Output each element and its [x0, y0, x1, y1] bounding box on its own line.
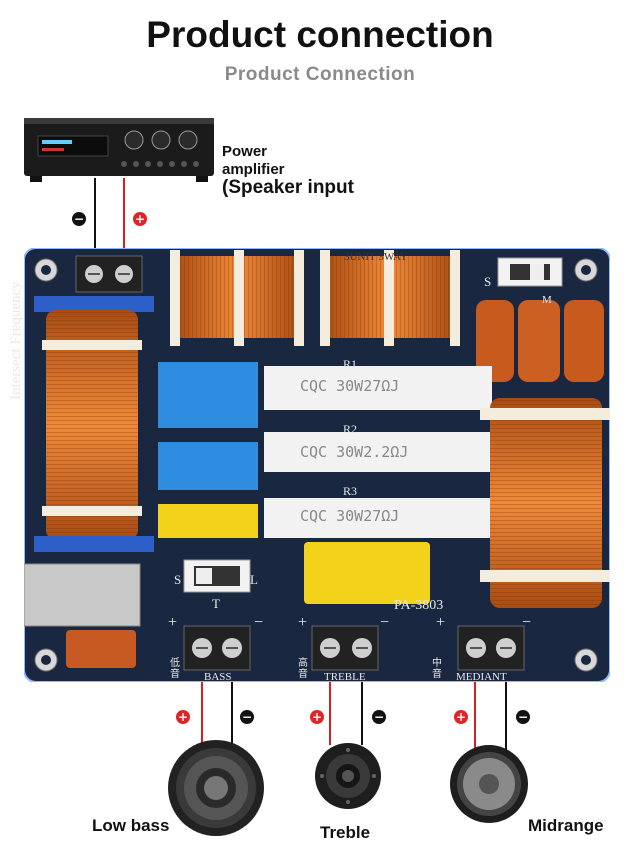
mediant-label: MEDIANT [456, 671, 507, 683]
treble-plus: + [298, 614, 307, 632]
switch-mid-t-label: T [212, 596, 220, 612]
r2-label: R2 [343, 422, 357, 437]
bass-plus: + [168, 614, 177, 632]
intersect-frequency-label: Intersect Frequency [8, 240, 25, 400]
treble-minus: − [380, 614, 389, 632]
board-top-label: 3UNIT 3WAY [344, 251, 408, 263]
input-positive-icon: + [133, 212, 147, 226]
r1-label: R1 [343, 357, 357, 372]
mediant-minus: − [522, 614, 531, 632]
resistor2-marking: CQC 30W2.2ΩJ [300, 443, 408, 461]
midrange-label: Midrange [528, 816, 604, 836]
bass-positive-icon: + [176, 710, 190, 724]
treble-cn-label: 高音 [298, 658, 310, 680]
input-negative-icon: − [72, 212, 86, 226]
mediant-cn-label: 中音 [432, 658, 444, 680]
switch-top-m-label: M [542, 294, 552, 306]
treble-speaker-icon [314, 742, 382, 810]
switch-top-s-label: S [484, 274, 491, 290]
midrange-negative-icon: − [516, 710, 530, 724]
switch-mid-s-label: S [174, 572, 181, 588]
treble-label-text: Treble [320, 823, 370, 843]
bass-cn-label: 低音 [170, 658, 182, 680]
bass-minus: − [254, 614, 263, 632]
resistor1-marking: CQC 30W27ΩJ [300, 377, 399, 395]
bass-negative-icon: − [240, 710, 254, 724]
bass-label: BASS [204, 671, 232, 683]
mediant-plus: + [436, 614, 445, 632]
low-bass-label: Low bass [92, 816, 169, 836]
treble-negative-icon: − [372, 710, 386, 724]
low-bass-speaker-icon [166, 738, 266, 838]
midrange-speaker-icon [449, 744, 529, 824]
treble-label: TREBLE [324, 671, 366, 683]
resistor3-marking: CQC 30W27ΩJ [300, 507, 399, 525]
treble-positive-icon: + [310, 710, 324, 724]
switch-mid-l-label: L [250, 572, 258, 588]
midrange-positive-icon: + [454, 710, 468, 724]
r3-label: R3 [343, 484, 357, 499]
model-number: PA-3803 [394, 598, 443, 614]
